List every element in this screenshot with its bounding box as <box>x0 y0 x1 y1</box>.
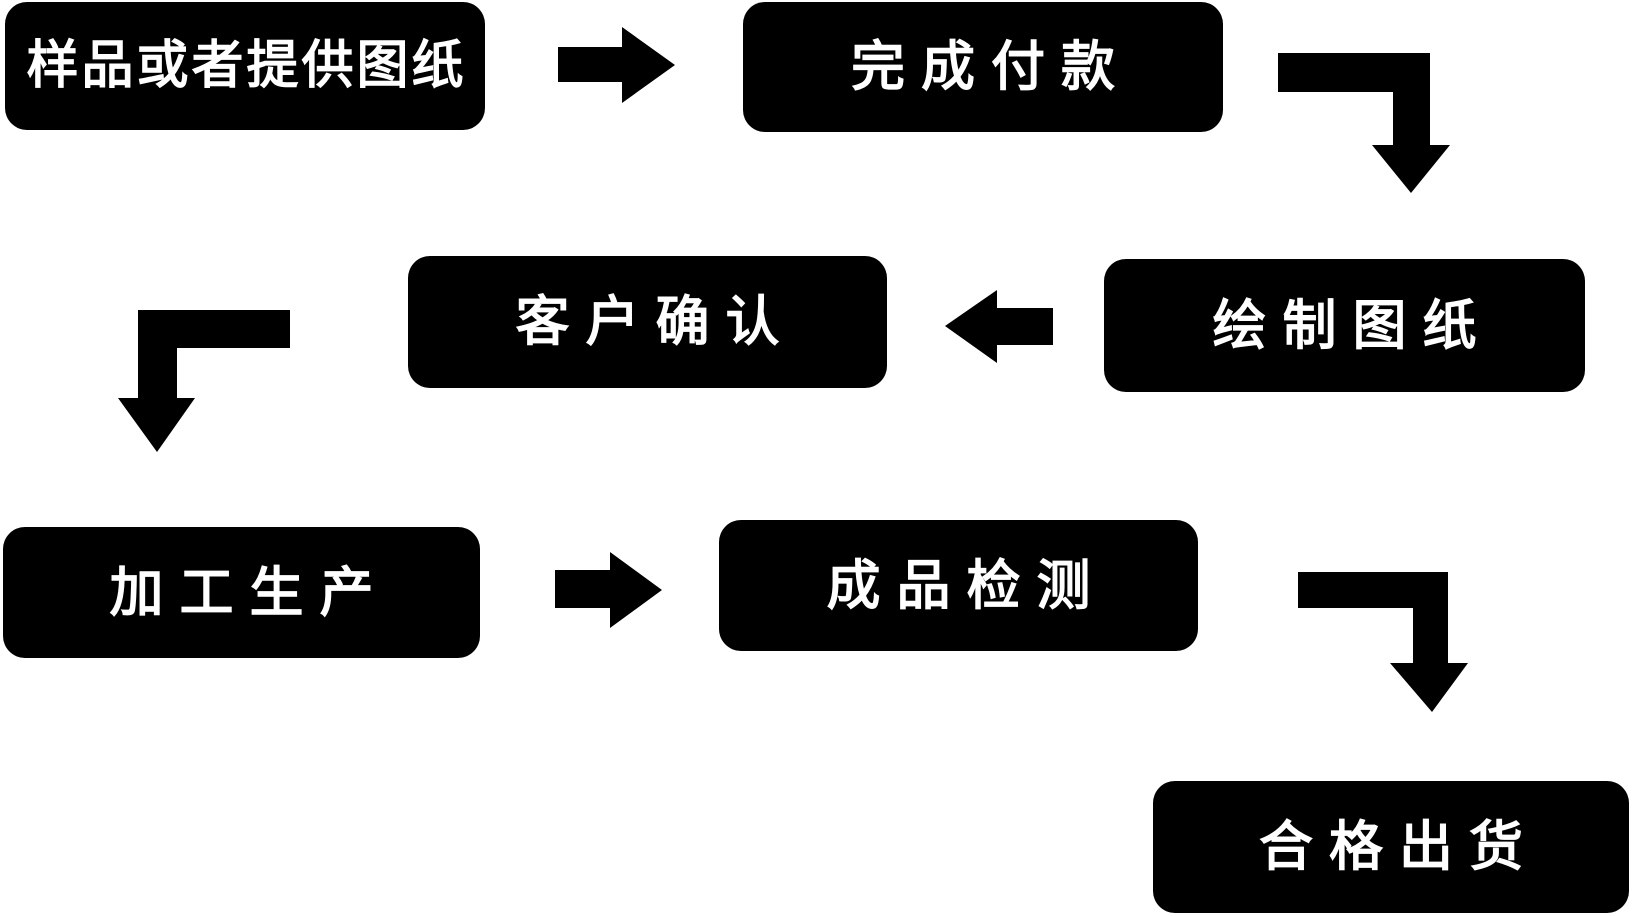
flow-node-payment: 完成付款 <box>743 2 1223 132</box>
arrow-bent-left-down-icon <box>118 310 290 452</box>
flow-node-label: 成品检测 <box>826 553 1107 617</box>
flow-node-label: 加工生产 <box>109 560 390 624</box>
arrow-left-icon <box>945 290 1053 363</box>
flow-node-sample-or-drawing: 样品或者提供图纸 <box>5 2 485 130</box>
arrow-bent-right-down-icon <box>1298 572 1468 712</box>
flow-node-customer-confirm: 客户确认 <box>408 256 887 388</box>
flow-node-label: 客户确认 <box>515 290 796 353</box>
flow-node-label: 绘制图纸 <box>1212 293 1493 357</box>
arrow-bent-right-down-icon <box>1278 53 1450 193</box>
flow-node-label: 样品或者提供图纸 <box>26 36 467 96</box>
flow-node-draw-drawing: 绘制图纸 <box>1104 259 1585 392</box>
flow-node-inspection: 成品检测 <box>719 520 1198 651</box>
flow-node-label: 合格出货 <box>1259 815 1539 878</box>
flow-node-label: 完成付款 <box>851 35 1131 98</box>
arrow-right-icon <box>558 27 675 103</box>
flow-node-shipment: 合格出货 <box>1153 781 1629 913</box>
arrow-right-icon <box>555 552 662 628</box>
flow-node-production: 加工生产 <box>3 527 480 658</box>
